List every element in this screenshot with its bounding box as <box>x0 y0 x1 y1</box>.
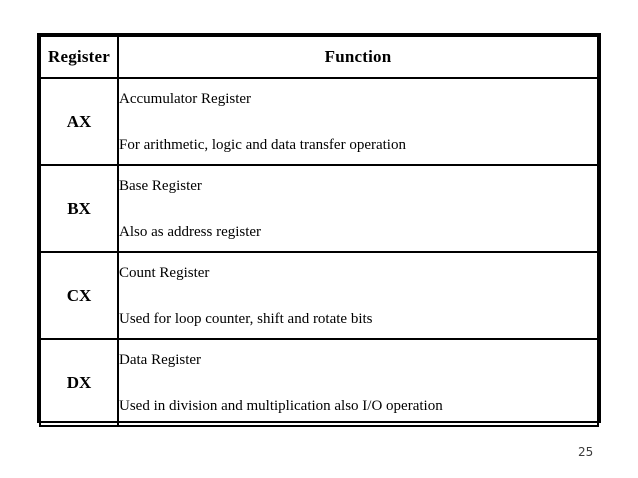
function-line-2: Also as address register <box>119 224 262 240</box>
table-header-row: Register Function <box>39 35 599 79</box>
function-line-1: Base Register <box>119 178 202 194</box>
register-name: AX <box>39 77 119 166</box>
function-line-1: Data Register <box>119 352 202 368</box>
column-header-function: Function <box>117 35 599 79</box>
page-number: 25 <box>578 445 594 459</box>
function-cell: Accumulator Register For arithmetic, log… <box>117 77 599 166</box>
function-line-1: Accumulator Register <box>119 91 252 107</box>
register-table: Register Function AX Accumulator Registe… <box>39 35 599 427</box>
column-header-register: Register <box>39 35 119 79</box>
table-row-bx: BX Base Register Also as address registe… <box>39 164 599 253</box>
function-line-2: Used for loop counter, shift and rotate … <box>119 311 373 327</box>
table-row-cx: CX Count Register Used for loop counter,… <box>39 251 599 340</box>
table-row-dx: DX Data Register Used in division and mu… <box>39 338 599 427</box>
function-line-2: Used in division and multiplication also… <box>119 398 443 414</box>
function-line-1: Count Register <box>119 265 210 281</box>
register-name: BX <box>39 164 119 253</box>
register-name: CX <box>39 251 119 340</box>
function-cell: Base Register Also as address register <box>117 164 599 253</box>
function-cell: Count Register Used for loop counter, sh… <box>117 251 599 340</box>
function-line-2: For arithmetic, logic and data transfer … <box>119 137 406 153</box>
register-function-table: Register Function AX Accumulator Registe… <box>37 33 601 427</box>
function-cell: Data Register Used in division and multi… <box>117 338 599 427</box>
table-row-ax: AX Accumulator Register For arithmetic, … <box>39 77 599 166</box>
register-name: DX <box>39 338 119 427</box>
